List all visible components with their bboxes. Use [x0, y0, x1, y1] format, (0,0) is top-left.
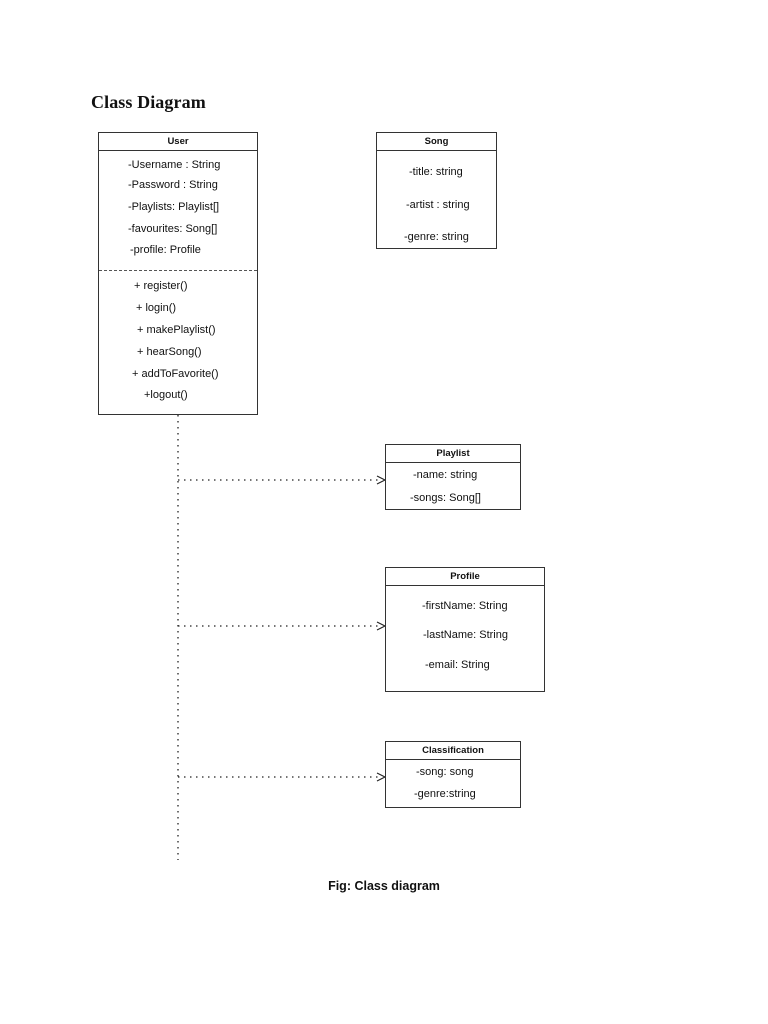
playlist-class: Playlist -name: string -songs: Song[]	[385, 444, 521, 510]
song-attribute-genre: -genre: string	[404, 231, 469, 243]
song-attribute-title: -title: string	[409, 166, 463, 178]
user-class: User -Username : String -Password : Stri…	[98, 132, 258, 415]
figure-caption: Fig: Class diagram	[328, 879, 440, 893]
user-attribute-username: -Username : String	[128, 159, 221, 171]
user-attribute-favourites: -favourites: Song[]	[128, 223, 218, 235]
song-attribute-artist: -artist : string	[406, 199, 470, 211]
classification-attribute-song: -song: song	[416, 766, 474, 778]
user-to-playlist-arrowhead	[376, 475, 387, 485]
user-attribute-profile: -profile: Profile	[130, 244, 201, 256]
user-to-profile-arrowhead	[376, 621, 387, 631]
user-attribute-password: -Password : String	[128, 179, 218, 191]
user-method-login: + login()	[136, 302, 177, 314]
playlist-class-name: Playlist	[386, 445, 520, 463]
song-class-name: Song	[377, 133, 496, 151]
profile-class-name: Profile	[386, 568, 544, 586]
profile-attribute-lastname: -lastName: String	[423, 629, 508, 641]
song-class: Song -title: string -artist : string -ge…	[376, 132, 497, 249]
user-class-name: User	[99, 133, 257, 151]
profile-attribute-email: -email: String	[425, 659, 490, 671]
profile-class: Profile -firstName: String -lastName: St…	[385, 567, 545, 692]
profile-attribute-firstname: -firstName: String	[422, 600, 508, 612]
user-method-addtofavorite: + addToFavorite()	[132, 368, 219, 380]
classification-class: Classification -song: song -genre:string	[385, 741, 521, 808]
user-method-hearsong: + hearSong()	[137, 346, 202, 358]
user-to-classification-arrowhead	[376, 772, 387, 782]
user-attribute-playlists: -Playlists: Playlist[]	[128, 201, 220, 213]
classification-attribute-genre: -genre:string	[414, 788, 476, 800]
page-title: Class Diagram	[91, 92, 206, 112]
playlist-attribute-songs: -songs: Song[]	[410, 492, 481, 504]
user-method-makeplaylist: + makePlaylist()	[137, 324, 216, 336]
user-method-register: + register()	[134, 280, 188, 292]
user-class-divider	[99, 270, 257, 271]
playlist-attribute-name: -name: string	[413, 469, 478, 481]
user-method-logout: +logout()	[144, 389, 188, 401]
classification-class-name: Classification	[386, 742, 520, 760]
